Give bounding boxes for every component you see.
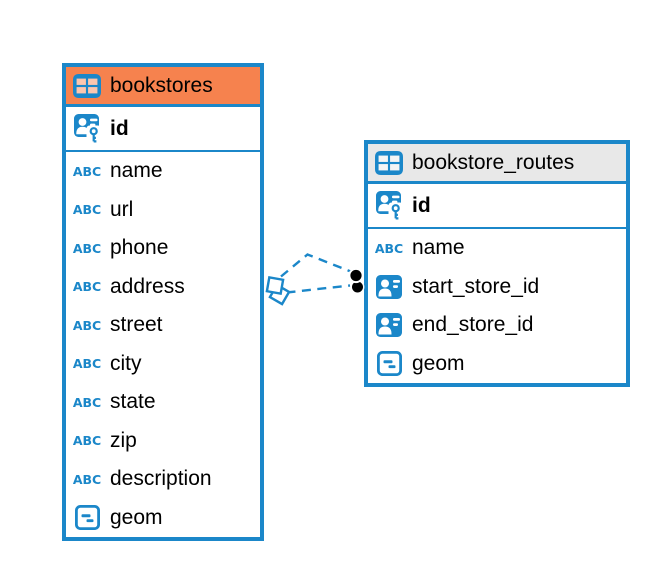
- text-type-icon: ABC: [72, 163, 102, 179]
- text-type-icon: ABC: [72, 202, 102, 218]
- column-name: geom: [110, 505, 163, 529]
- column-row-start_store_id[interactable]: start_store_id: [368, 268, 626, 307]
- text-type-icon: ABC: [374, 240, 404, 256]
- relationship-line-lower[interactable]: [286, 284, 351, 294]
- table-header[interactable]: bookstores: [66, 67, 260, 107]
- column-row-end_store_id[interactable]: end_store_id: [368, 306, 626, 345]
- column-row-description[interactable]: ABC description: [66, 460, 260, 499]
- table-header[interactable]: bookstore_routes: [368, 144, 626, 184]
- text-type-icon: ABC: [72, 394, 102, 410]
- table-title: bookstore_routes: [412, 150, 575, 174]
- text-type-icon: ABC: [72, 471, 102, 487]
- primary-key-icon: [375, 190, 403, 221]
- table-icon: [375, 150, 403, 175]
- column-name: name: [110, 159, 163, 183]
- column-row-id[interactable]: id: [368, 184, 626, 229]
- column-row-phone[interactable]: ABC phone: [66, 229, 260, 268]
- column-name: end_store_id: [412, 313, 534, 337]
- text-type-icon: ABC: [72, 433, 102, 449]
- table-title: bookstores: [110, 73, 213, 97]
- column-name: url: [110, 197, 134, 221]
- column-name: zip: [110, 428, 137, 452]
- column-row-zip[interactable]: ABC zip: [66, 422, 260, 461]
- table-bookstore-routes[interactable]: bookstore_routes id ABC name start_store…: [364, 140, 630, 387]
- column-name: id: [412, 193, 431, 217]
- text-type-icon: ABC: [72, 317, 102, 333]
- column-row-city[interactable]: ABC city: [66, 345, 260, 384]
- relationship-line-upper[interactable]: [280, 253, 353, 278]
- column-name: address: [110, 274, 185, 298]
- column-row-geom[interactable]: geom: [368, 345, 626, 384]
- text-type-icon: ABC: [72, 240, 102, 256]
- column-list: id ABC name start_store_id end_store_id …: [368, 184, 626, 383]
- column-name: street: [110, 313, 163, 337]
- column-row-geom[interactable]: geom: [66, 499, 260, 538]
- column-row-name[interactable]: ABC name: [368, 229, 626, 268]
- relationship-diamond-back[interactable]: [268, 283, 291, 306]
- geometry-type-icon: [73, 505, 101, 531]
- reference-column-icon: [375, 274, 403, 299]
- column-name: name: [412, 236, 465, 260]
- geometry-type-icon: [375, 351, 403, 377]
- column-row-url[interactable]: ABC url: [66, 191, 260, 230]
- column-row-name[interactable]: ABC name: [66, 152, 260, 191]
- text-type-icon: ABC: [72, 356, 102, 372]
- column-row-state[interactable]: ABC state: [66, 383, 260, 422]
- primary-key-icon: [73, 113, 101, 144]
- relationship-diamond-front[interactable]: [265, 276, 285, 295]
- relationship-endpoint-dot-lower[interactable]: [350, 280, 365, 294]
- column-name: id: [110, 116, 129, 140]
- column-list: id ABC name ABC url ABC phone ABC addres…: [66, 107, 260, 537]
- column-name: description: [110, 467, 212, 491]
- text-type-icon: ABC: [72, 279, 102, 295]
- column-name: state: [110, 390, 156, 414]
- column-name: phone: [110, 236, 169, 260]
- column-name: city: [110, 351, 142, 375]
- table-icon: [73, 73, 101, 98]
- column-row-street[interactable]: ABC street: [66, 306, 260, 345]
- column-row-address[interactable]: ABC address: [66, 268, 260, 307]
- relationship-endpoint-dot-upper[interactable]: [348, 267, 364, 284]
- table-bookstores[interactable]: bookstores id ABC name ABC url ABC phone…: [62, 63, 264, 541]
- column-name: geom: [412, 351, 465, 375]
- reference-column-icon: [375, 313, 403, 338]
- column-row-id[interactable]: id: [66, 107, 260, 152]
- column-name: start_store_id: [412, 274, 540, 298]
